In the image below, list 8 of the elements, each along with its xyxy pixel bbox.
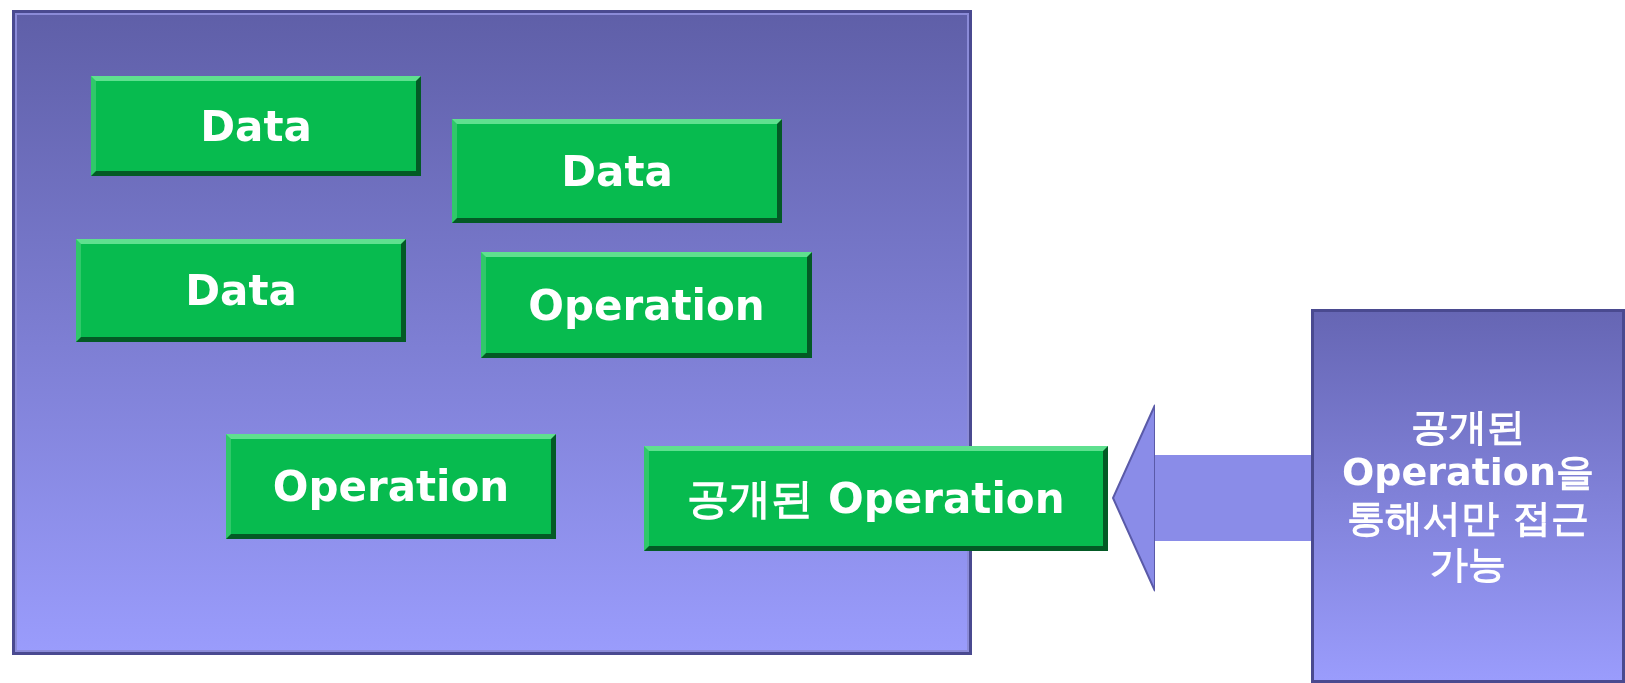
process-box: Data xyxy=(452,119,782,223)
block-arrow xyxy=(1112,404,1311,592)
process-box: Data xyxy=(91,76,421,176)
note-box: 공개된 Operation을 통해서만 접근 가능 xyxy=(1311,309,1625,683)
process-box: 공개된 Operation xyxy=(644,446,1108,551)
process-box: Operation xyxy=(481,252,812,358)
process-box: Data xyxy=(76,239,406,342)
process-box: Operation xyxy=(226,434,556,539)
